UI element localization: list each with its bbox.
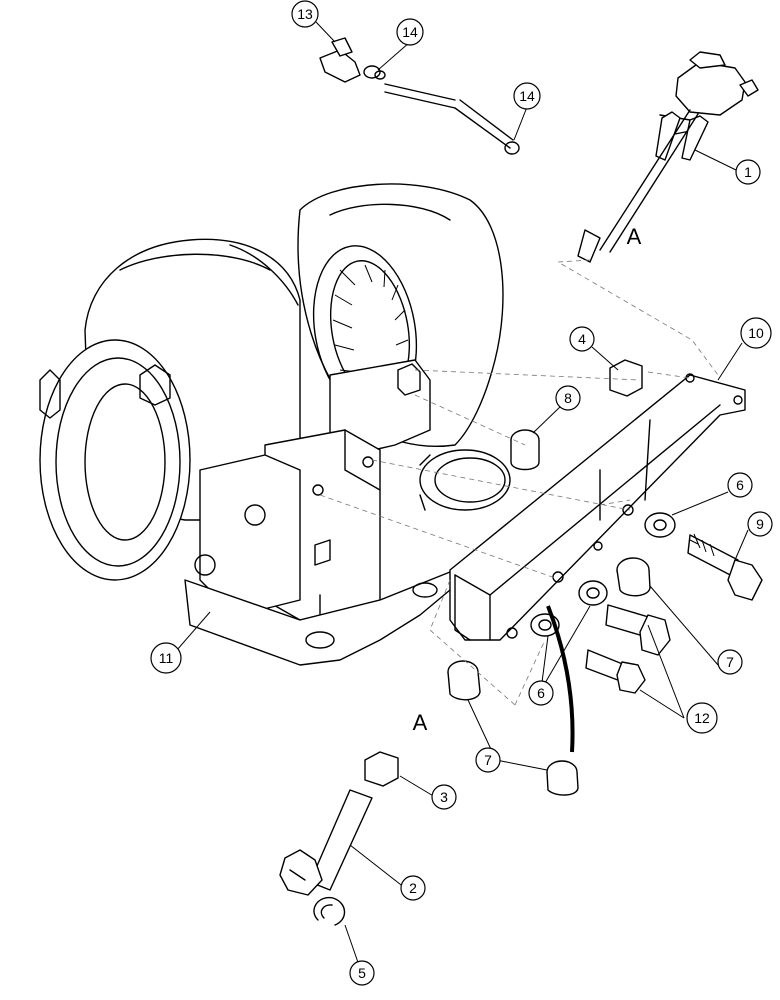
callout-7-right: 7 bbox=[717, 649, 743, 675]
callout-6-lower: 6 bbox=[528, 680, 554, 706]
callout-12: 12 bbox=[686, 702, 718, 734]
callout-6-upper: 6 bbox=[727, 472, 753, 498]
leader-lines bbox=[169, 21, 749, 975]
callout-label: 13 bbox=[297, 6, 313, 22]
callout-label: 9 bbox=[756, 516, 764, 532]
callout-10: 10 bbox=[740, 317, 772, 349]
callout-label: 11 bbox=[159, 650, 174, 666]
callout-label: 14 bbox=[402, 24, 418, 40]
callout-label: 5 bbox=[358, 965, 366, 981]
callout-label: 4 bbox=[578, 331, 586, 347]
callout-14-lower: 14 bbox=[513, 82, 541, 110]
callout-1: 1 bbox=[735, 159, 761, 185]
callout-9: 9 bbox=[747, 511, 773, 537]
turbocharger bbox=[39, 183, 511, 666]
assembly-lines bbox=[319, 259, 719, 706]
callout-label: 10 bbox=[748, 325, 764, 341]
loose-parts bbox=[279, 359, 763, 926]
callout-8: 8 bbox=[555, 385, 581, 411]
callout-label: 14 bbox=[519, 88, 535, 104]
callout-label: 7 bbox=[484, 752, 492, 768]
reference-letter-a-lower: A bbox=[413, 710, 428, 735]
callout-label: 8 bbox=[564, 390, 572, 406]
callout-label: 3 bbox=[440, 789, 448, 805]
callout-label: 6 bbox=[537, 685, 545, 701]
callout-label: 2 bbox=[409, 880, 417, 896]
assembly-arrow bbox=[546, 605, 575, 753]
hose-fittings bbox=[319, 37, 520, 155]
callout-3: 3 bbox=[431, 784, 457, 810]
reference-letter-a-upper: A bbox=[627, 224, 642, 249]
callout-4: 4 bbox=[569, 326, 595, 352]
callout-label: 1 bbox=[744, 164, 752, 180]
callout-label: 6 bbox=[736, 477, 744, 493]
callout-14-upper: 14 bbox=[396, 18, 424, 46]
callout-label: 12 bbox=[694, 710, 710, 726]
callout-7-lower: 7 bbox=[475, 747, 501, 773]
callout-label: 7 bbox=[726, 654, 734, 670]
callout-13: 13 bbox=[291, 0, 319, 28]
callout-11: 11 bbox=[150, 642, 182, 674]
bracket-part-10 bbox=[449, 373, 746, 641]
callout-2: 2 bbox=[400, 875, 426, 901]
wastegate-actuator-part-1 bbox=[577, 51, 759, 263]
callout-5: 5 bbox=[349, 960, 375, 986]
